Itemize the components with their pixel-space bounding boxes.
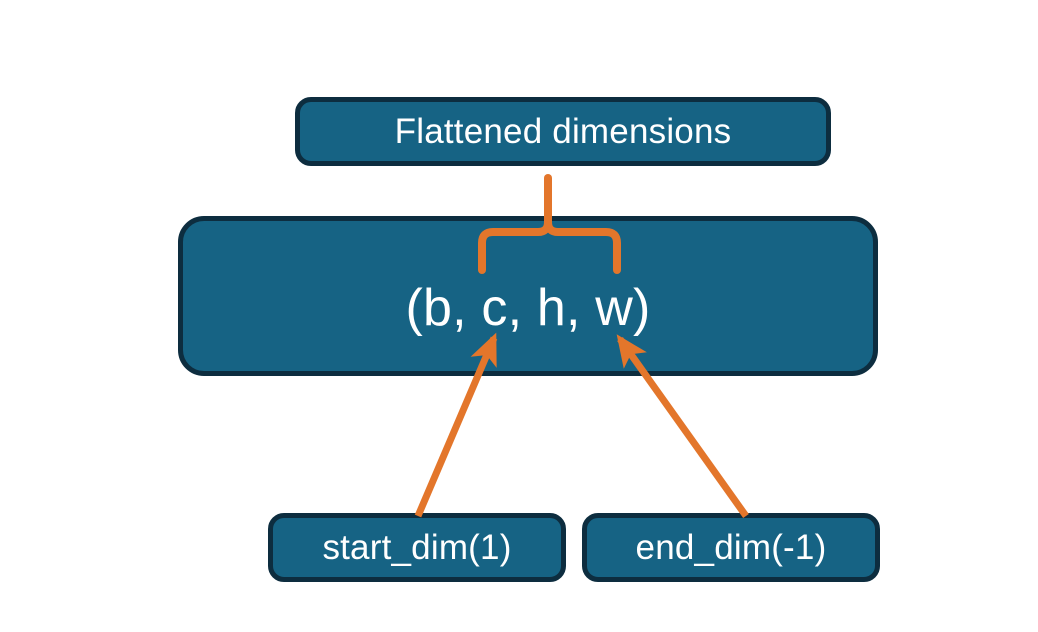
start-dim-label: start_dim(1) bbox=[322, 528, 512, 567]
start-dim-box[interactable]: start_dim(1) bbox=[268, 513, 566, 582]
flattened-dimensions-box[interactable]: Flattened dimensions bbox=[295, 97, 831, 166]
end-dim-label: end_dim(-1) bbox=[635, 528, 827, 567]
flattened-dimensions-label: Flattened dimensions bbox=[394, 112, 732, 151]
tensor-shape-box[interactable]: (b, c, h, w) bbox=[178, 216, 878, 376]
tensor-shape-label: (b, c, h, w) bbox=[405, 279, 651, 337]
end-dim-box[interactable]: end_dim(-1) bbox=[582, 513, 880, 582]
